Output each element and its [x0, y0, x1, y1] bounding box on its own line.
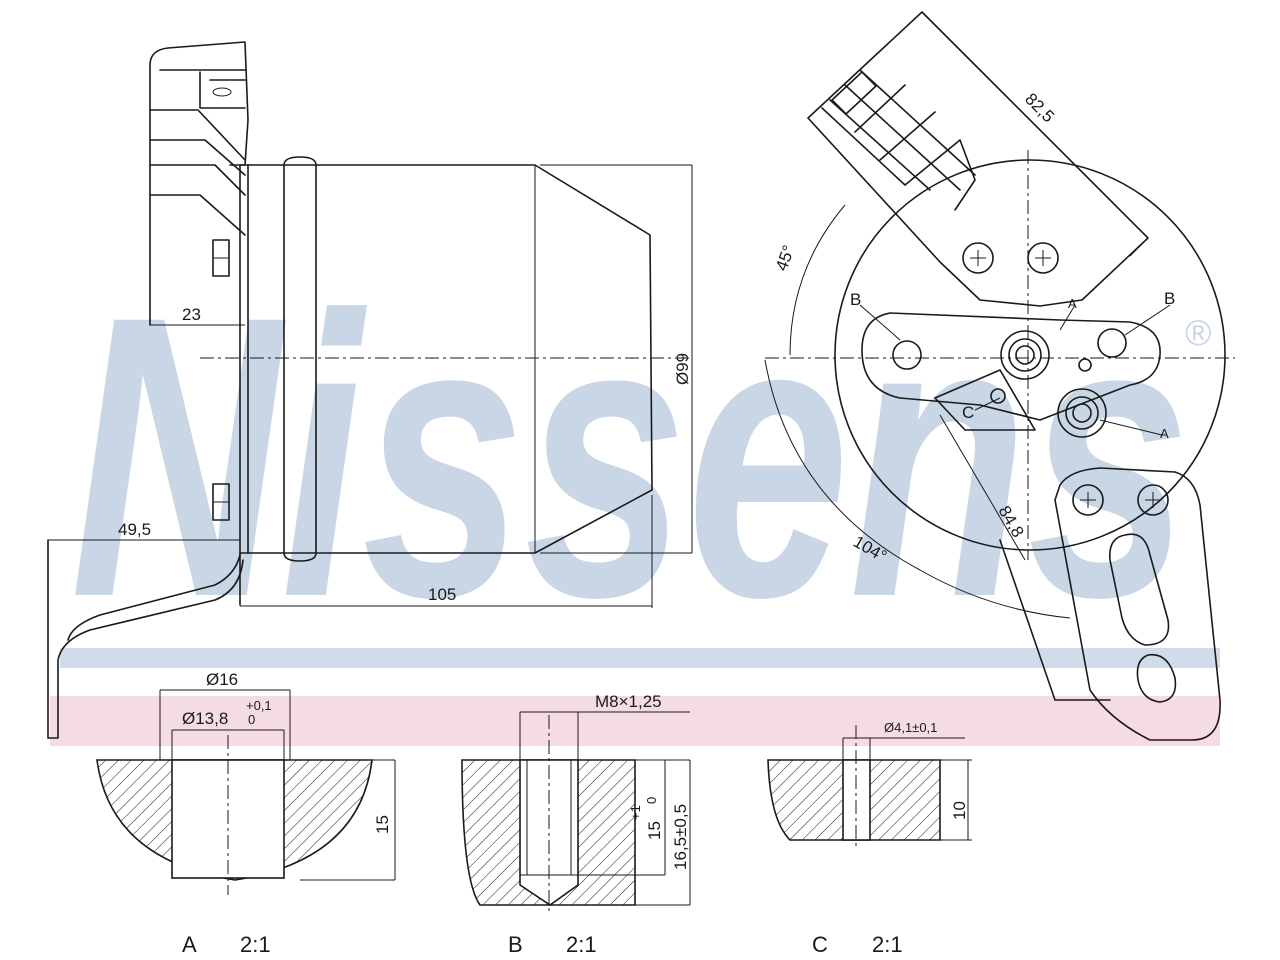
- dim-diameter: Ø99: [673, 353, 692, 385]
- detail-c-scale: 2:1: [872, 932, 903, 957]
- detail-a-tol-up: +0,1: [246, 698, 272, 713]
- detail-c-depth: 10: [950, 801, 969, 820]
- detail-b-name: B: [508, 932, 523, 957]
- marker-b-left: B: [850, 290, 861, 309]
- watermark-stripe-blue: [60, 648, 1220, 668]
- marker-c: C: [962, 403, 974, 422]
- detail-a-scale: 2:1: [240, 932, 271, 957]
- side-view: 23 Ø99 49,5 105: [47, 41, 693, 739]
- detail-a-tol-dn: 0: [248, 712, 255, 727]
- dim-bottom-bracket: 49,5: [118, 520, 151, 539]
- detail-a-depth: 15: [373, 815, 392, 834]
- watermark-logo: Nissens: [70, 233, 1190, 680]
- detail-b-depth1: 15: [645, 821, 664, 840]
- detail-c-name: C: [812, 932, 828, 957]
- detail-a: Ø16 Ø13,8 +0,1 0 15 A 2:1: [96, 670, 396, 957]
- detail-b-thread: M8×1,25: [595, 692, 662, 711]
- detail-a-inner-d: Ø13,8: [182, 709, 228, 728]
- detail-c: Ø4,1±0,1 10 C 2:1: [767, 720, 972, 957]
- detail-b-depth2: 16,5±0,5: [671, 804, 690, 870]
- detail-b-tol1-dn: 0: [644, 797, 659, 804]
- marker-a-bottom: A: [1160, 426, 1169, 441]
- detail-a-outer-d: Ø16: [206, 670, 238, 689]
- dim-bracket-offset: 23: [182, 305, 201, 324]
- marker-b-right: B: [1164, 289, 1175, 308]
- detail-b-tol1-up: +1: [628, 805, 643, 820]
- detail-b-scale: 2:1: [566, 932, 597, 957]
- dim-top-arm: 82,5: [1021, 89, 1058, 126]
- detail-c-hole-d: Ø4,1±0,1: [884, 720, 937, 735]
- watermark-stripe: [50, 696, 1220, 746]
- dim-length: 105: [428, 585, 456, 604]
- end-view: B B A C A 82,5 45° 104° 84,8: [764, 11, 1235, 741]
- detail-a-name: A: [182, 932, 197, 957]
- registered-mark: ®: [1185, 312, 1212, 353]
- detail-b: M8×1,25 15 +1 0 16,5±0,5 B 2:1: [461, 692, 691, 957]
- marker-a-top: A: [1068, 296, 1077, 311]
